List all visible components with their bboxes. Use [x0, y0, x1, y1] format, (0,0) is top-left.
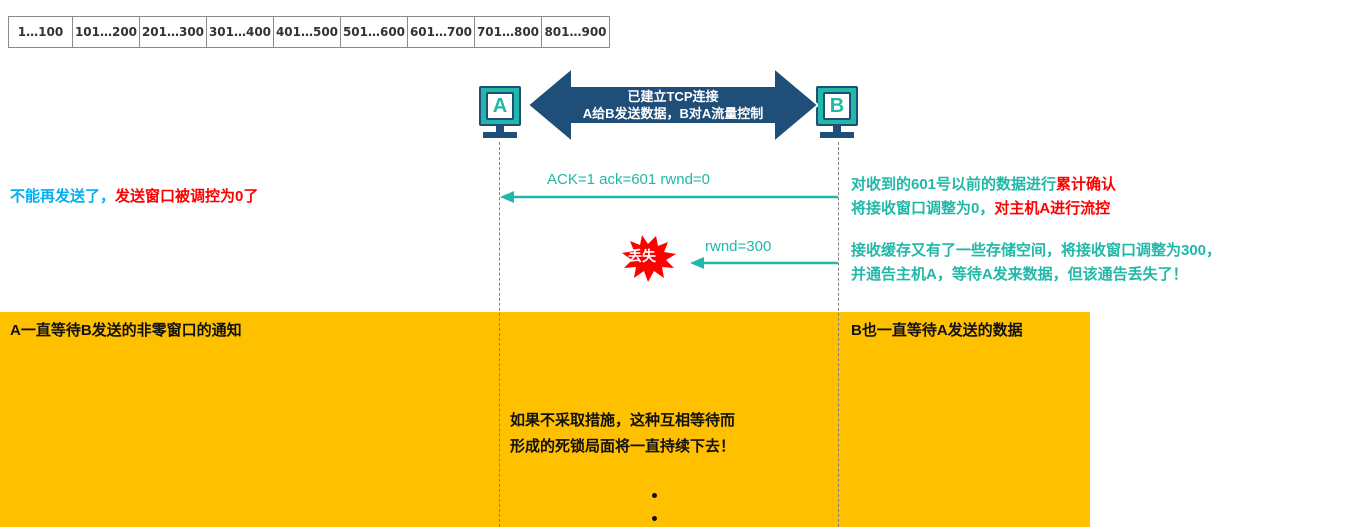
a-zero-window-note: 不能再发送了，发送窗口被调控为0了 [10, 185, 258, 209]
deadlock-note-line1: 如果不采取措施，这种互相等待而 [510, 412, 736, 429]
connection-line2: A给B发送数据，B对A流量控制 [582, 106, 764, 121]
continuation-dot [652, 493, 657, 498]
waiting-period-band [0, 312, 1090, 527]
deadlock-note-line2: 形成的死锁局面将一直持续下去！ [510, 438, 736, 455]
b-update-note-line1: 接收缓存又有了一些存储空间，将接收窗口调整为300， [851, 242, 1222, 259]
seq-cell: 1…100 [9, 17, 73, 47]
lost-label: 丢失 [628, 248, 656, 264]
seq-cell: 101…200 [73, 17, 140, 47]
seq-cell: 301…400 [207, 17, 274, 47]
seq-cell: 701…800 [475, 17, 542, 47]
host-a-computer-icon: A [479, 86, 521, 142]
seq-cell: 401…500 [274, 17, 341, 47]
host-b-label: B [823, 92, 851, 120]
host-a-label: A [486, 92, 514, 120]
a-zero-window-note-part2: 发送窗口被调控为0了 [115, 188, 259, 205]
continuation-dot [652, 516, 657, 521]
b-ack-note-part2: 累计确认 [1056, 176, 1117, 193]
b-flow-note-part2: 对主机A进行流控 [994, 200, 1111, 217]
host-a-lifeline [499, 142, 500, 527]
connection-double-arrow-icon [528, 66, 818, 144]
b-waiting-note: B也一直等待A发送的数据 [851, 322, 1023, 339]
host-b-computer-icon: B [816, 86, 858, 142]
b-flow-note-part1: 将接收窗口调整为0， [851, 200, 995, 217]
deadlock-note: 如果不采取措施，这种互相等待而 形成的死锁局面将一直持续下去！ [510, 408, 735, 460]
connection-label: 已建立TCP连接 A给B发送数据，B对A流量控制 [528, 88, 818, 122]
seq-cell: 501…600 [341, 17, 408, 47]
ack-segment-arrow [500, 191, 838, 203]
ack-segment-label: ACK=1 ack=601 rwnd=0 [547, 171, 711, 188]
host-a-screen: A [479, 86, 521, 126]
host-b-screen: B [816, 86, 858, 126]
b-ack-note-part1: 对收到的601号以前的数据进行 [851, 176, 1057, 193]
b-ack-note: 对收到的601号以前的数据进行累计确认 将接收窗口调整为0，对主机A进行流控 [851, 173, 1116, 221]
seq-cell: 801…900 [544, 25, 607, 39]
host-b-lifeline [838, 142, 839, 527]
seq-cell: 201…300 [140, 17, 207, 47]
b-update-note: 接收缓存又有了一些存储空间，将接收窗口调整为300， 并通告主机A，等待A发来数… [851, 239, 1221, 287]
sequence-number-strip: 1…100 101…200 201…300 301…400 401…500 50… [8, 16, 610, 48]
window-update-arrow [690, 257, 838, 269]
seq-cell: 601…700 [408, 17, 475, 47]
a-zero-window-note-part1: 不能再发送了， [10, 188, 116, 205]
lost-burst-icon [622, 235, 676, 282]
b-update-note-line2: 并通告主机A，等待A发来数据，但该通告丢失了！ [851, 266, 1188, 283]
window-update-label: rwnd=300 [705, 238, 772, 255]
a-waiting-note: A一直等待B发送的非零窗口的通知 [10, 322, 242, 339]
connection-line1: 已建立TCP连接 [627, 89, 719, 104]
